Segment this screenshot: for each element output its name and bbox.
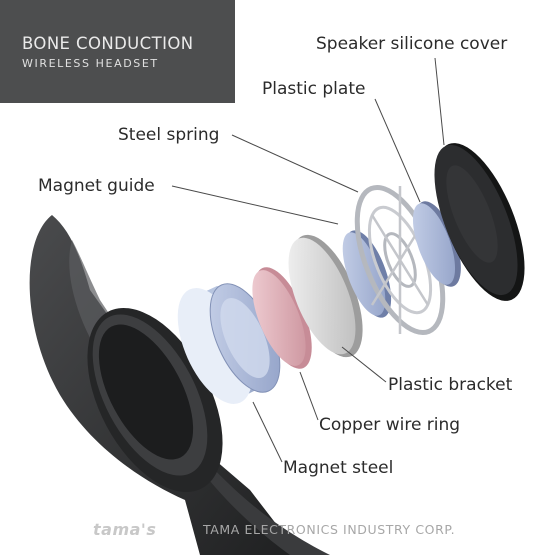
label-magnet-guide: Magnet guide [38, 176, 155, 196]
diagram-subtitle: WIRELESS HEADSET [22, 57, 159, 70]
title-box: BONE CONDUCTION WIRELESS HEADSET [0, 0, 235, 103]
leader-magnet-steel [252, 401, 283, 463]
plastic-bracket-part [288, 234, 363, 358]
magnet-steel-part [177, 283, 281, 404]
label-copper-wire-ring: Copper wire ring [319, 415, 461, 435]
leader-plastic-plate [374, 98, 421, 203]
leader-speaker-silicone-cover [434, 57, 445, 146]
leader-steel-spring [231, 134, 359, 193]
copper-wire-ring-part [252, 267, 312, 369]
label-magnet-steel: Magnet steel [283, 458, 394, 478]
diagram-title: BONE CONDUCTION [22, 34, 194, 53]
label-plastic-bracket: Plastic bracket [388, 375, 513, 395]
label-plastic-plate: Plastic plate [262, 79, 366, 99]
speaker-silicone-cover-part [434, 143, 525, 301]
leader-plastic-bracket [341, 346, 387, 383]
label-steel-spring: Steel spring [118, 125, 220, 145]
leader-lines [171, 57, 445, 463]
plastic-plate-part [412, 201, 461, 287]
brand-logo: tama's [93, 520, 157, 539]
leader-magnet-guide [171, 185, 339, 225]
leader-copper-wire-ring [299, 371, 319, 421]
label-speaker-silicone-cover: Speaker silicone cover [316, 34, 508, 54]
headset-body [29, 215, 330, 555]
company-name: TAMA ELECTRONICS INDUSTRY CORP. [203, 522, 456, 537]
